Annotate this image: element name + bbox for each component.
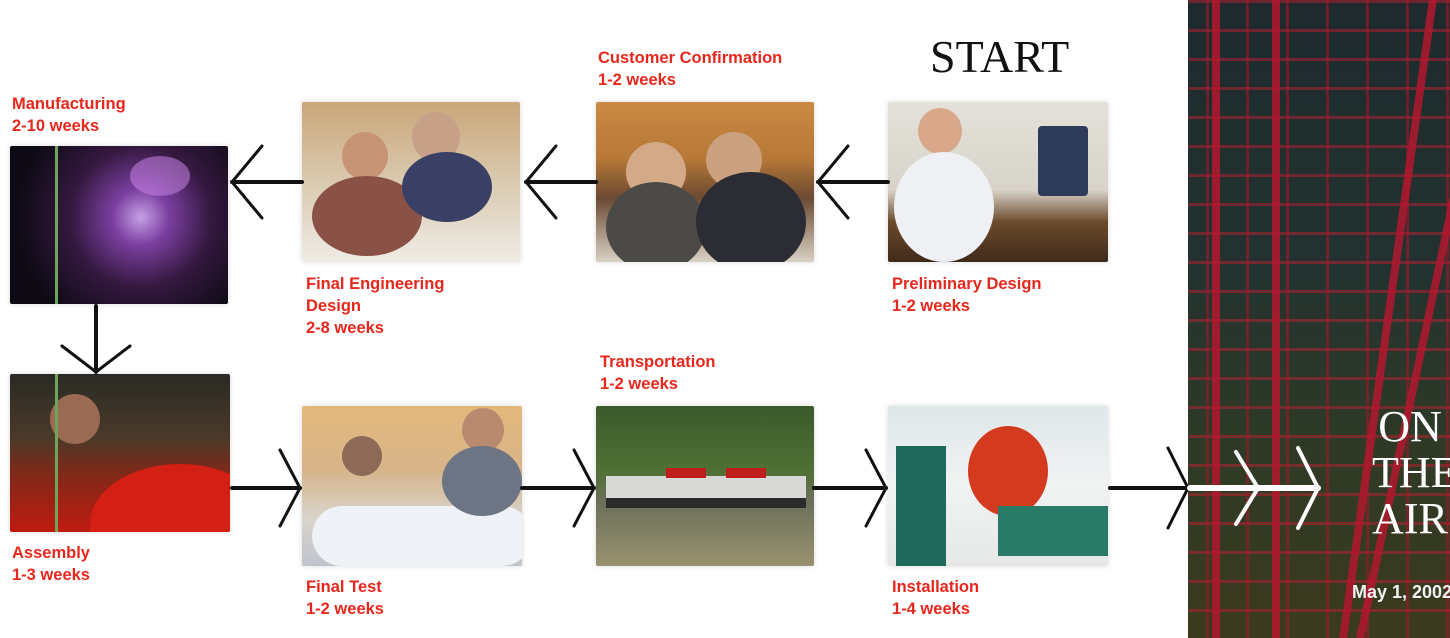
step-name: Final Test (306, 578, 382, 596)
step-duration: 1-2 weeks (598, 71, 676, 89)
step-name: Preliminary Design (892, 275, 1042, 293)
manufacturing-photo (10, 146, 228, 304)
step-name: Final Engineering (306, 275, 445, 293)
transportation-photo (596, 406, 814, 566)
step-duration: 1-3 weeks (12, 566, 90, 584)
tower-beam (1212, 0, 1220, 638)
step-duration: 1-2 weeks (306, 600, 384, 618)
assembly-photo (10, 374, 230, 532)
on-air-word: THE (1372, 448, 1450, 497)
manufacturing-label: Manufacturing 2-10 weeks (12, 93, 126, 137)
step-name: Assembly (12, 544, 90, 562)
customer-confirmation-photo (596, 102, 814, 262)
installation-label: Installation 1-4 weeks (892, 576, 979, 620)
step-duration: 2-8 weeks (306, 319, 384, 337)
start-label: START (930, 31, 1070, 82)
step-name: Design (306, 297, 362, 315)
step-duration: 1-2 weeks (600, 375, 678, 393)
on-air-date: May 1, 2002 (1352, 582, 1450, 602)
customer-confirmation-label: Customer Confirmation 1-2 weeks (598, 47, 782, 91)
on-air-word: ON (1378, 402, 1442, 451)
tower-beam (1272, 0, 1280, 638)
final-test-photo (302, 406, 522, 566)
on-air-word: AIR (1372, 494, 1448, 543)
installation-photo (888, 406, 1108, 566)
step-name: Customer Confirmation (598, 49, 783, 67)
final-engineering-design-photo (302, 102, 520, 262)
assembly-label: Assembly 1-3 weeks (12, 542, 90, 586)
tower-background-image (1188, 0, 1450, 638)
final-test-label: Final Test 1-2 weeks (306, 576, 384, 620)
preliminary-design-label: Preliminary Design 1-2 weeks (892, 273, 1041, 317)
step-duration: 1-4 weeks (892, 600, 970, 618)
preliminary-design-photo (888, 102, 1108, 262)
transportation-label: Transportation 1-2 weeks (600, 351, 716, 395)
on-the-air-label: ON THE AIR (1372, 402, 1450, 543)
step-duration: 1-2 weeks (892, 297, 970, 315)
step-name: Transportation (600, 353, 716, 371)
step-name: Installation (892, 578, 980, 596)
step-name: Manufacturing (12, 95, 126, 113)
step-duration: 2-10 weeks (12, 117, 100, 135)
final-engineering-design-label: Final Engineering Design 2-8 weeks (306, 273, 444, 339)
